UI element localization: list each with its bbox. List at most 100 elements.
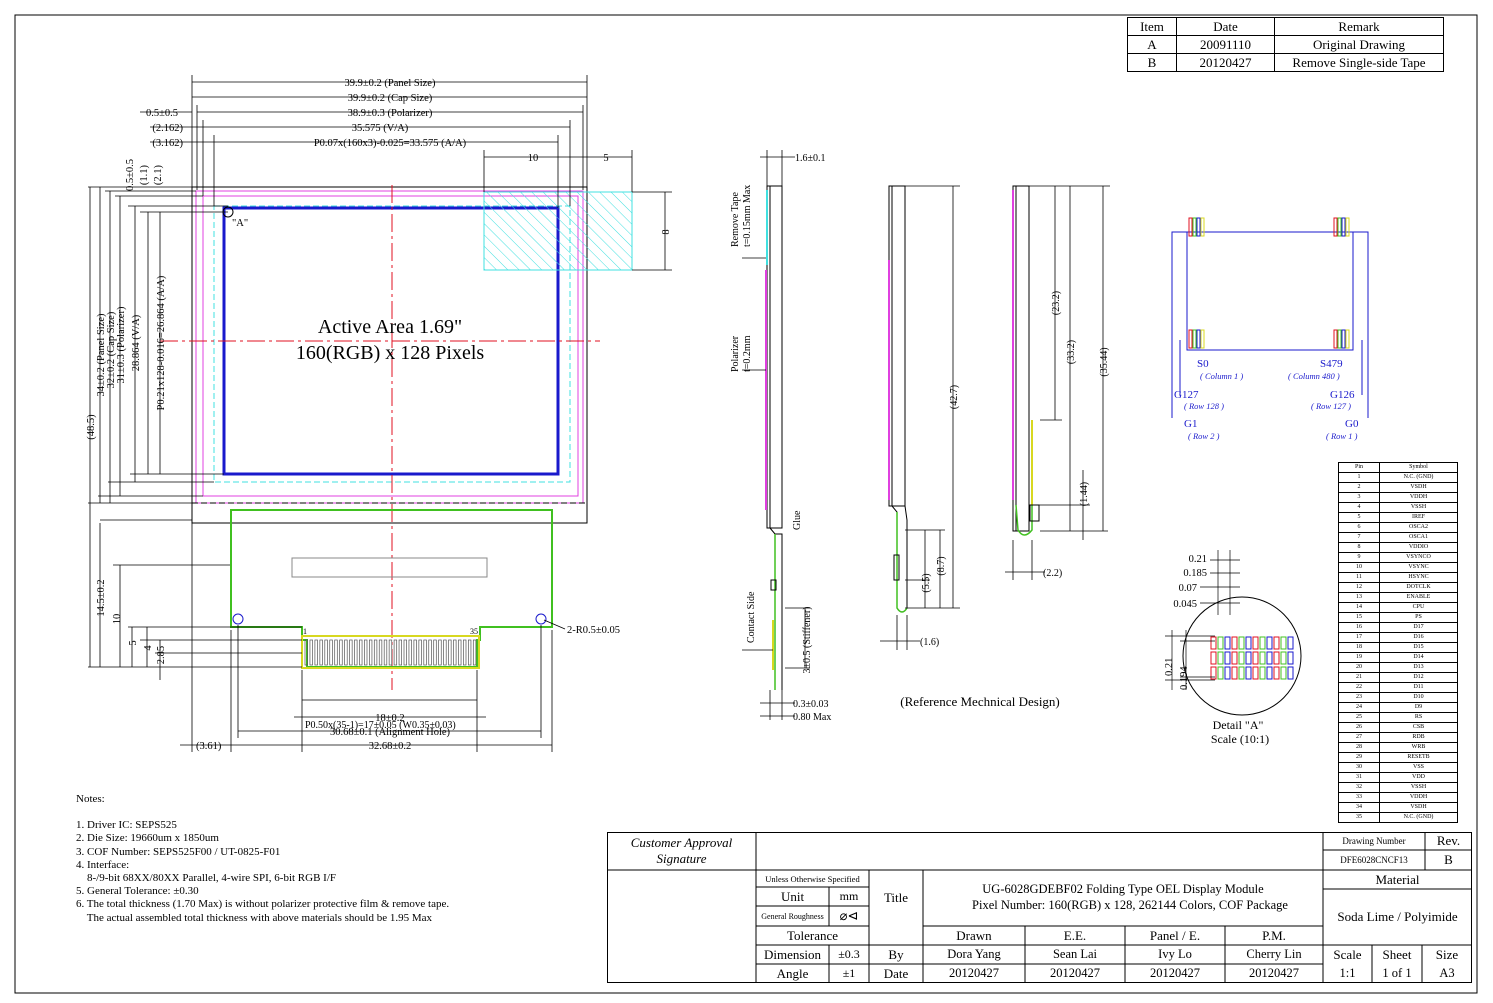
revision-cell: 20091110 [1176,35,1275,54]
cof-pin [438,639,442,666]
driver-ic [291,557,488,578]
dim-v-polarizer: 31±0.3 (Polarizer) [116,306,127,383]
pin-number: 17 [1338,632,1380,643]
note-line: 5. General Tolerance: ±0.30 [76,885,199,898]
cof-pin [428,639,432,666]
sheet-value: 1 of 1 [1382,966,1412,980]
cof-pins [304,639,477,666]
dimension-label: Dimension [763,946,822,962]
pin-symbol: OSCA1 [1379,532,1458,543]
marker-a-label: "A" [232,218,248,229]
pin-number: 3 [1338,492,1380,503]
pin-map-bar [1341,217,1346,237]
size-value: A3 [1439,966,1455,980]
detail-subpixel [1224,651,1231,665]
pin-symbol: VDDH [1379,792,1458,803]
dim-alignment-hole: 30.68±0.1 (Alignment Hole) [330,727,451,738]
pin-symbol: WRB [1379,742,1458,753]
pin-number: 22 [1338,682,1380,693]
pin-number: 8 [1338,542,1380,553]
side-dim-bottom-1: 0.3±0.03 [793,699,829,710]
detail-subpixel [1266,651,1273,665]
signature: Signature [656,851,707,866]
cof-pin [349,639,353,666]
material-label: Material [1375,871,1420,887]
pin-number: 6 [1338,522,1380,533]
fold-b-dim-23-2: (23.2) [1051,291,1062,315]
detail-subpixel [1210,666,1217,680]
pin-symbol: IREF [1379,512,1458,523]
revision-cell: A [1127,35,1177,54]
pin-number: 11 [1338,572,1380,583]
pin-symbol: HSYNC [1379,572,1458,583]
cof-pin [373,639,378,666]
revision-cell: B [1127,53,1177,72]
title-block: Customer Approval Signature Unless Other… [607,832,1472,983]
cof-pin [463,639,467,666]
angle-value: ±1 [842,966,856,980]
pin-map-bar [1188,217,1193,237]
ee-date: 20120427 [1050,966,1100,980]
pin-symbol: D10 [1379,692,1458,703]
cof-pin [453,639,457,666]
sheet-label: Sheet [1382,946,1412,962]
pin-symbol: D17 [1379,622,1458,633]
active-area-pixels: 160(RGB) x 128 Pixels [296,342,485,364]
drawn-date: 20120427 [949,966,999,980]
detail-subpixel [1245,666,1252,680]
side-dim-top: 1.6±0.1 [795,153,826,164]
fold-b-dim-33-2: (33.2) [1066,340,1077,364]
note-line: 4. Interface: [76,858,130,871]
dim-v-10: 10 [112,614,123,625]
pin-number: 24 [1338,702,1380,713]
note-line: The actual assembled total thickness wit… [76,911,432,924]
detail-subpixel [1252,666,1259,680]
date-label: Date [883,965,909,981]
pin-number: 13 [1338,592,1380,603]
pin-map-g0-sub: ( Row 1 ) [1326,431,1358,441]
detail-subpixel [1273,666,1280,680]
cof-pin [369,639,373,666]
pin-number: 1 [1338,472,1380,483]
dim-offset-2: (2.162) [152,123,183,134]
drawing-number-label: Drawing Number [1342,836,1406,846]
rev-value: B [1444,852,1453,867]
front-view: 39.9±0.2 (Panel Size) 39.9±0.2 (Cap Size… [86,75,672,752]
cof-pin [472,639,477,666]
fold-b-dim-2-2: (2.2) [1043,568,1062,579]
ee-name: Sean Lai [1052,947,1098,961]
detail-subpixel [1280,651,1287,665]
pin-number: 4 [1338,502,1380,513]
pin-symbol: N.C. (GND) [1379,812,1458,823]
pin-symbol: D16 [1379,632,1458,643]
unit-value: mm [839,889,859,903]
pin-number: 14 [1338,602,1380,613]
dim-cap-size: 39.9±0.2 (Cap Size) [348,93,433,104]
pin-symbol: D12 [1379,672,1458,683]
customer-approval: Customer Approval [630,835,733,850]
unless-specified: Unless Otherwise Specified [765,873,860,884]
scale-label: Scale [1333,946,1362,962]
revision-cell: 20120427 [1176,53,1275,72]
revision-cell: Original Drawing [1274,35,1444,54]
detail-dim-2: 0.07 [1179,583,1197,594]
note-line: 6. The total thickness (1.70 Max) is wit… [76,898,450,911]
dim-32-68: 32.68±0.2 [369,741,412,752]
pin-number: 34 [1338,802,1380,813]
pin-symbol: RDB [1379,732,1458,743]
cof-pin [378,639,383,666]
pin-symbol: VDDIO [1379,542,1458,553]
